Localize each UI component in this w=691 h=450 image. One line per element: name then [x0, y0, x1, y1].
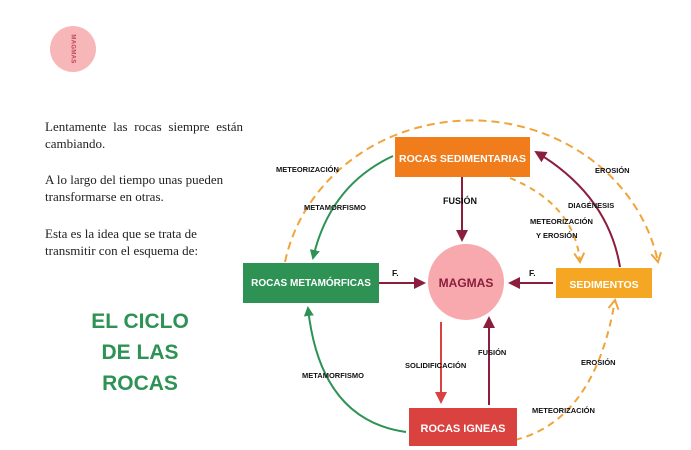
- outer-dashed-arc-bottom: [514, 300, 615, 441]
- intro-paragraph-3: Esta es la idea que se trata de transmit…: [45, 226, 199, 258]
- label-meteorizacion-top: METEORIZACIÓN: [276, 165, 339, 174]
- node-rocas-metamorficas: ROCAS METAMÓRFICAS: [243, 263, 379, 303]
- node-sedimentos: SEDIMENTOS: [556, 268, 652, 298]
- dashed-sedimentarias-to-sedimentos: [509, 177, 580, 262]
- intro-paragraph-1: Lentamente las rocas siempre están cambi…: [45, 119, 243, 151]
- node-rocas-metamorficas-label: ROCAS METAMÓRFICAS: [251, 276, 371, 289]
- label-y-erosion: Y EROSIÓN: [536, 231, 578, 240]
- node-sedimentos-label: SEDIMENTOS: [569, 279, 638, 291]
- outer-dashed-arc-top: [284, 119, 658, 262]
- title-line-1: EL CICLO: [91, 310, 189, 333]
- label-meteorizacion-bottom: METEORIZACIÓN: [532, 406, 595, 415]
- page-title: EL CICLO DE LAS ROCAS: [60, 306, 220, 399]
- title-line-3: ROCAS: [102, 372, 178, 395]
- label-f-right: F.: [529, 268, 536, 278]
- label-solidificacion: SOLIDIFICACIÓN: [405, 361, 466, 370]
- node-rocas-sedimentarias-label: ROCAS SEDIMENTARIAS: [399, 153, 526, 165]
- node-rocas-igneas: ROCAS IGNEAS: [409, 408, 517, 446]
- intro-paragraph-2: A lo largo del tiempo unas pueden transf…: [45, 172, 224, 204]
- arrow-igneas-to-metamorficas: [303, 306, 407, 433]
- label-metamorfismo-top: METAMORFISMO: [304, 203, 366, 212]
- magmas-badge: MAGMAS: [50, 26, 96, 72]
- node-rocas-igneas-label: ROCAS IGNEAS: [421, 423, 506, 435]
- label-metamorfismo-bottom: METAMORFISMO: [302, 371, 364, 380]
- label-fusion-bottom: FUSIÓN: [478, 348, 506, 357]
- label-meteorizacion-mid: METEORIZACIÓN: [530, 217, 593, 226]
- label-erosion-top: EROSIÓN: [595, 166, 630, 175]
- label-f-left: F.: [392, 268, 399, 278]
- arrow-sedimentos-to-sedimentarias: [534, 150, 621, 268]
- label-fusion-top: FUSIÓN: [443, 195, 477, 206]
- node-magmas: MAGMAS: [428, 244, 504, 320]
- node-rocas-sedimentarias: ROCAS SEDIMENTARIAS: [395, 137, 530, 177]
- arrow-sedimentarias-to-metamorficas: [309, 155, 394, 260]
- label-erosion-bottom: EROSIÓN: [581, 358, 616, 367]
- title-line-2: DE LAS: [101, 341, 179, 364]
- label-diagenesis: DIAGÉNESIS: [568, 201, 614, 210]
- node-magmas-label: MAGMAS: [439, 276, 494, 290]
